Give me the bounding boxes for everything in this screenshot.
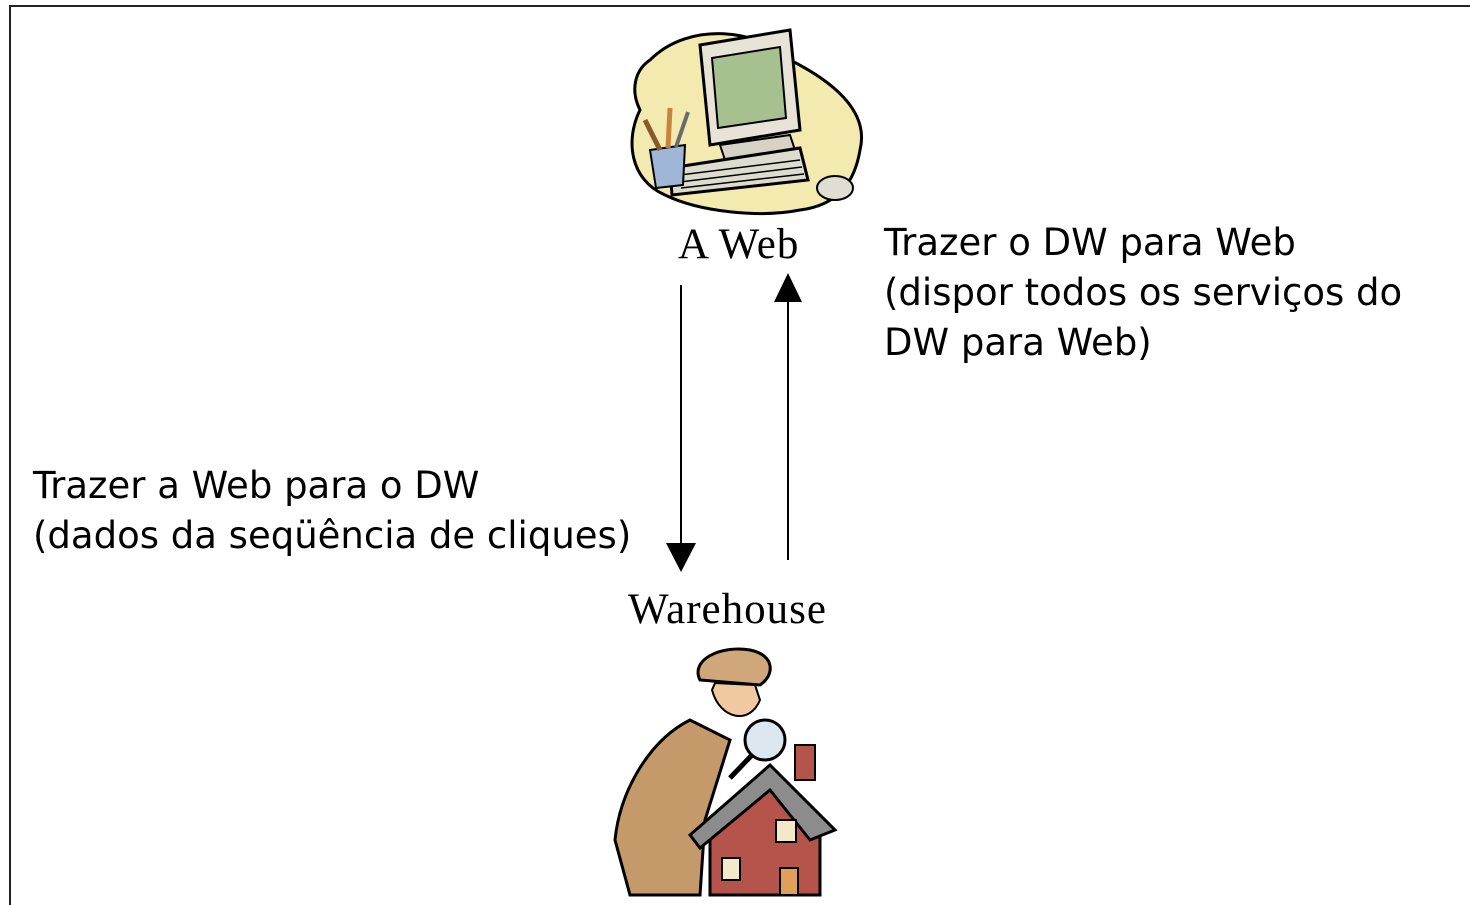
- edge-label-line: Trazer a Web para o DW: [33, 464, 480, 507]
- node-label-web: A Web: [678, 221, 800, 268]
- edge-label-line: DW para Web): [884, 321, 1152, 364]
- edge-label-dw-to-web: Trazer o DW para Web (dispor todos os se…: [884, 218, 1402, 368]
- edge-label-line: Trazer o DW para Web: [884, 221, 1296, 264]
- node-label-warehouse: Warehouse: [628, 586, 827, 633]
- edge-label-line: (dados da seqüência de cliques): [33, 514, 632, 557]
- edge-dw-to-web-arrow: [774, 273, 802, 560]
- edge-label-line: (dispor todos os serviços do: [884, 271, 1403, 314]
- detective-house-clipart-icon: [613, 647, 838, 897]
- diagram-frame: [9, 5, 1470, 905]
- edge-label-web-to-dw: Trazer a Web para o DW (dados da seqüênc…: [33, 461, 631, 561]
- edge-web-to-dw-arrow: [666, 285, 696, 572]
- computer-clipart-icon: [630, 28, 863, 215]
